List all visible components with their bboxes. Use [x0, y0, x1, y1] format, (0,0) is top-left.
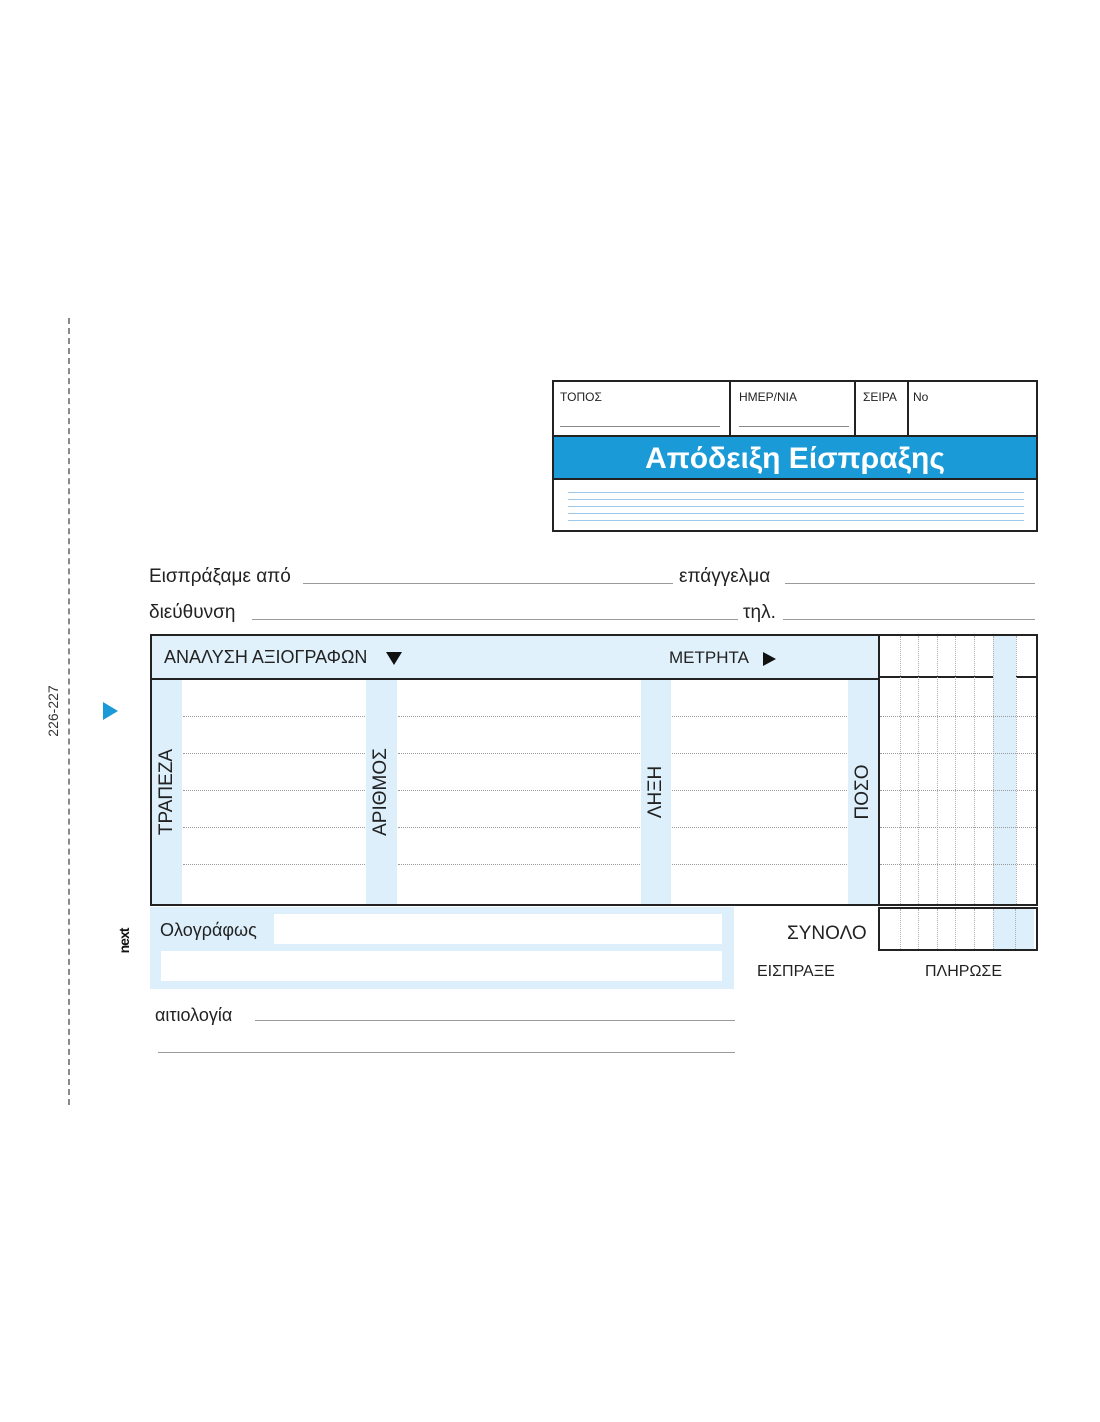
notes-line[interactable] [568, 506, 1024, 507]
amount-in-words-area: Ολογράφως [150, 907, 734, 989]
notes-line[interactable] [568, 499, 1024, 500]
digit-divider [993, 636, 994, 904]
header-separator [854, 382, 856, 435]
digit-divider [918, 636, 919, 904]
received-from-line[interactable] [303, 583, 673, 584]
expiry-column-band [641, 680, 671, 904]
phone-label: τηλ. [743, 602, 776, 623]
reason-line[interactable] [255, 1020, 735, 1021]
amount-column-band [848, 680, 878, 904]
date-line[interactable] [739, 426, 849, 427]
row-line[interactable] [672, 864, 847, 865]
row-line[interactable] [672, 716, 847, 717]
amount-header-border [880, 676, 1036, 678]
amount-row-line[interactable] [880, 864, 1036, 865]
in-words-field[interactable] [274, 914, 722, 944]
date-label: ΗΜΕΡ/ΝΙΑ [739, 390, 798, 404]
bank-column-label: ΤΡΑΠΕΖΑ [156, 748, 177, 836]
digit-divider [955, 909, 956, 949]
bank-column-band [152, 680, 182, 904]
total-box[interactable] [878, 907, 1038, 951]
address-line[interactable] [252, 619, 738, 620]
total-decimal-band [993, 909, 1034, 949]
row-line[interactable] [398, 790, 640, 791]
number-column-band [366, 680, 397, 904]
band-bottom-border [554, 478, 1036, 480]
receipt-header-box: ΤΟΠΟΣ ΗΜΕΡ/ΝΙΑ ΣΕΙΡΑ No Απόδειξη Είσπραξ… [552, 380, 1038, 532]
header-separator [729, 382, 731, 435]
row-line[interactable] [398, 753, 640, 754]
digit-divider [993, 909, 994, 949]
digit-divider [974, 636, 975, 904]
amount-row-line[interactable] [880, 790, 1036, 791]
notes-line[interactable] [568, 520, 1024, 521]
digit-divider [974, 909, 975, 949]
cash-label: ΜΕΤΡΗΤΑ [669, 648, 749, 667]
row-line[interactable] [183, 790, 365, 791]
series-label: ΣΕΙΡΑ [863, 390, 897, 404]
amount-decimal-band [993, 636, 1016, 904]
digit-divider [937, 909, 938, 949]
row-line[interactable] [672, 790, 847, 791]
in-words-label: Ολογράφως [160, 920, 257, 940]
received-from-label: Εισπράξαμε από [149, 566, 291, 587]
analysis-label: ΑΝΑΛΥΣΗ ΑΞΙΟΓΡΑΦΩΝ [164, 647, 368, 667]
expiry-column-label: ΛΗΞΗ [645, 765, 666, 819]
amount-separator [878, 636, 880, 904]
digit-divider [900, 636, 901, 904]
row-line[interactable] [183, 864, 365, 865]
collected-label: ΕΙΣΠΡΑΞΕ [757, 963, 835, 980]
row-line[interactable] [398, 864, 640, 865]
row-line[interactable] [398, 827, 640, 828]
amount-row-line[interactable] [880, 716, 1036, 717]
digit-divider [1016, 636, 1017, 904]
table-header: ΑΝΑΛΥΣΗ ΑΞΙΟΓΡΑΦΩΝ ΜΕΤΡΗΤΑ [152, 636, 878, 680]
amount-row-line[interactable] [880, 753, 1036, 754]
place-line[interactable] [560, 426, 720, 427]
row-line[interactable] [183, 753, 365, 754]
in-words-field-2[interactable] [161, 951, 722, 981]
product-code: 226-227 [45, 685, 61, 737]
triangle-down-icon [386, 652, 402, 665]
profession-line[interactable] [785, 583, 1035, 584]
number-label: No [913, 390, 929, 404]
header-separator [907, 382, 909, 435]
notes-line[interactable] [568, 492, 1024, 493]
brand-logo: next [116, 928, 132, 954]
receipt-title: Απόδειξη Είσπραξης [645, 442, 945, 475]
paid-label: ΠΛΗΡΩΣΕ [925, 963, 1002, 980]
digit-divider [955, 636, 956, 904]
triangle-right-icon [763, 652, 776, 666]
place-label: ΤΟΠΟΣ [560, 390, 602, 404]
triangle-marker-icon [103, 702, 118, 720]
reason-label: αιτιολογία [155, 1005, 233, 1025]
digit-divider [937, 636, 938, 904]
row-line[interactable] [672, 827, 847, 828]
number-column-label: ΑΡΙΘΜΟΣ [370, 748, 391, 836]
total-label: ΣΥΝΟΛΟ [787, 923, 867, 944]
digit-divider [900, 909, 901, 949]
reason-line-2[interactable] [158, 1052, 735, 1053]
amount-column-label: ΠΟΣΟ [852, 764, 873, 820]
row-line[interactable] [672, 753, 847, 754]
notes-line[interactable] [568, 513, 1024, 514]
row-line[interactable] [183, 827, 365, 828]
cheques-table: ΑΝΑΛΥΣΗ ΑΞΙΟΓΡΑΦΩΝ ΜΕΤΡΗΤΑ ΤΡΑΠΕΖΑ ΑΡΙΘΜ… [150, 634, 1038, 906]
row-line[interactable] [183, 716, 365, 717]
address-label: διεύθυνση [149, 602, 236, 623]
tear-line [68, 318, 70, 1105]
digit-divider [1015, 909, 1016, 949]
row-line[interactable] [398, 716, 640, 717]
phone-line[interactable] [783, 619, 1035, 620]
title-band: Απόδειξη Είσπραξης [554, 435, 1036, 480]
digit-divider [918, 909, 919, 949]
profession-label: επάγγελμα [679, 566, 771, 587]
amount-row-line[interactable] [880, 827, 1036, 828]
